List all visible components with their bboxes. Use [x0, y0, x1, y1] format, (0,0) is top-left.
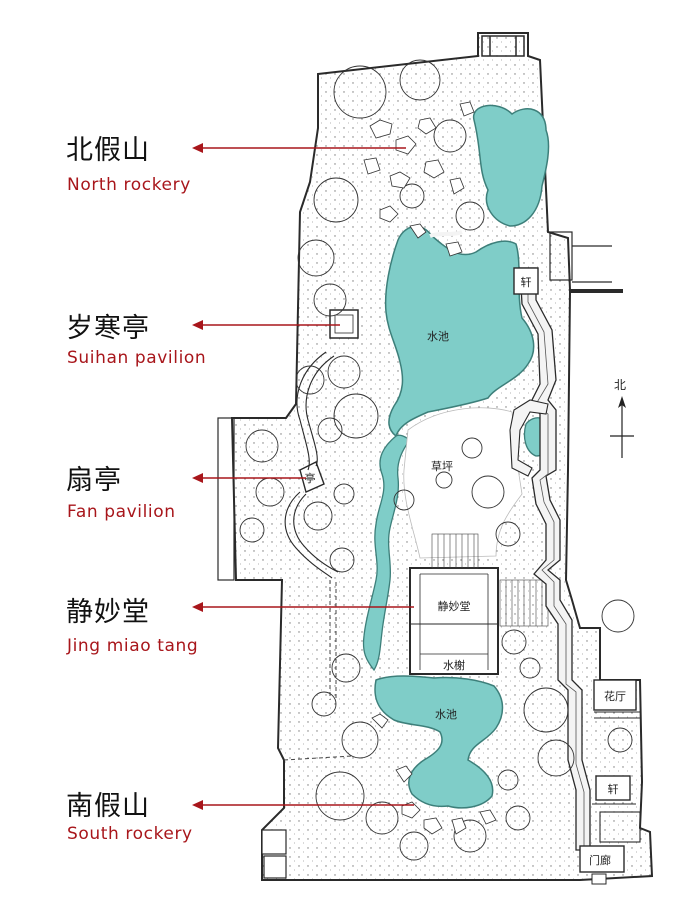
flower-hall-text: 花厅: [604, 690, 626, 703]
leader-arrowhead-hall: [192, 602, 203, 612]
leader-arrows: [192, 143, 414, 810]
hall-text: 静妙堂: [438, 599, 471, 613]
xuan-north-text: 轩: [521, 275, 532, 289]
northeast-gate: [549, 231, 612, 283]
waterside-text: 水榭: [443, 658, 465, 672]
label-en-north-rockery: North rockery: [67, 175, 191, 195]
leader-arrowhead-north-rockery: [192, 143, 203, 153]
lawn-outline: [403, 407, 523, 559]
west-covered-path: [284, 351, 339, 579]
label-en-suihan-pavilion: Suihan pavilion: [67, 348, 207, 368]
leader-arrowhead-fan: [192, 473, 203, 483]
leader-arrowhead-suihan: [192, 320, 203, 330]
hall-terrace: [431, 533, 479, 569]
south-rockery-rocks: [371, 713, 497, 835]
label-cn-jing-miao-tang: 静妙堂: [66, 597, 150, 628]
fan-pavilion-building: [299, 461, 325, 493]
north-gate-building: [481, 35, 525, 57]
south-pond: [374, 675, 504, 809]
north-pond-main: [384, 225, 535, 438]
gate-corridor-building: [579, 845, 625, 885]
zigzag-bridge: [509, 399, 549, 477]
fan-pavilion-mark-text: 亭: [305, 471, 316, 485]
pond-south-text: 水池: [435, 708, 457, 721]
north-rockery-rocks: [363, 101, 475, 257]
southwest-buildings: [261, 829, 287, 879]
label-en-fan-pavilion: Fan pavilion: [67, 502, 176, 522]
main-hall-building: [409, 567, 499, 675]
tree-canopies: [239, 59, 635, 861]
label-cn-suihan-pavilion: 岁寒亭: [66, 313, 150, 344]
western-stream: [362, 434, 411, 672]
lawn-text: 草坪: [431, 460, 453, 473]
southeast-courtyard: [599, 811, 641, 843]
xuan-north-building: [513, 267, 539, 295]
xuan-south-text: 轩: [608, 782, 619, 796]
gate-corridor-text: 门廊: [589, 853, 611, 867]
xuan-south-building: [592, 775, 636, 805]
flower-hall-building: [593, 679, 640, 719]
leader-arrowhead-south-rockery: [192, 800, 203, 810]
north-arrow: 北: [610, 378, 634, 458]
north-pond-bridge: [429, 230, 463, 238]
label-cn-south-rockery: 南假山: [66, 791, 150, 822]
north-arrow-text: 北: [614, 378, 626, 392]
suihan-pavilion-building: [329, 309, 359, 339]
label-en-south-rockery: South rockery: [67, 824, 193, 844]
north-pond-upper: [473, 104, 550, 227]
dashed-boundary: [283, 580, 353, 761]
label-en-jing-miao-tang: Jing miao tang: [67, 636, 199, 656]
label-cn-fan-pavilion: 扇亭: [66, 465, 122, 496]
corridor-inner-line: [527, 272, 585, 846]
label-cn-north-rockery: 北假山: [66, 135, 150, 166]
west-wing-wall: [217, 417, 235, 581]
pond-north-text: 水池: [427, 330, 449, 343]
